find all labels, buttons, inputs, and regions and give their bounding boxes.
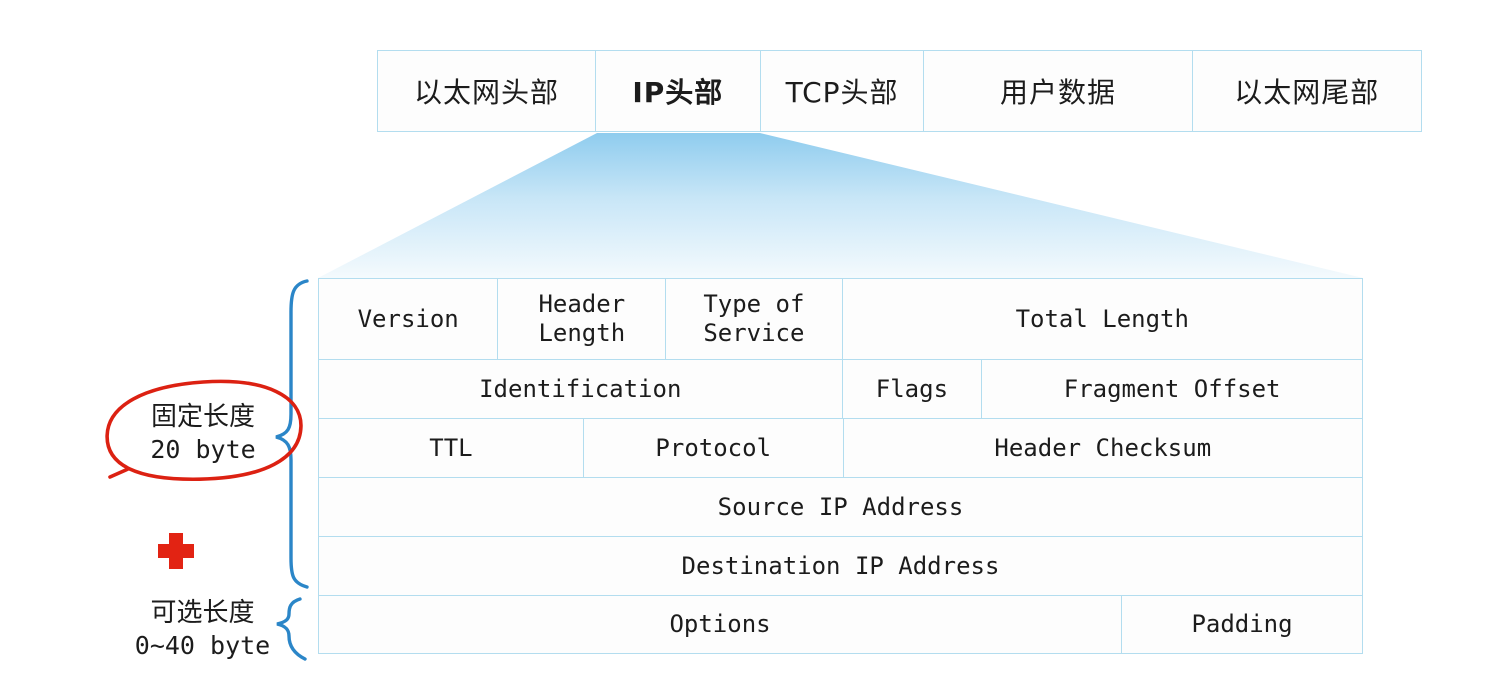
field-type-of-service: Type of Service xyxy=(665,279,841,359)
frame-cell-tcp-header: TCP头部 xyxy=(759,51,924,131)
field-header-length: Header Length xyxy=(497,279,665,359)
frame-cell-user-data: 用户数据 xyxy=(923,51,1191,131)
ethernet-frame-table: 以太网头部 IP头部 TCP头部 用户数据 以太网尾部 xyxy=(377,50,1422,132)
ip-table-row-6: Options Padding xyxy=(319,595,1362,653)
ip-table-row-5: Destination IP Address xyxy=(319,536,1362,595)
red-cross-icon xyxy=(158,533,194,569)
ip-table-row-2: Identification Flags Fragment Offset xyxy=(319,359,1362,418)
field-header-checksum: Header Checksum xyxy=(842,419,1362,477)
frame-cell-ethernet-header: 以太网头部 xyxy=(413,76,559,109)
field-flags: Flags xyxy=(841,360,982,418)
field-identification: Identification xyxy=(479,374,682,403)
field-total-length: Total Length xyxy=(841,279,1362,359)
fixed-length-annotation: 固定长度 20 byte xyxy=(128,401,278,465)
field-ttl: TTL xyxy=(429,433,473,462)
field-padding: Padding xyxy=(1121,596,1362,653)
fixed-length-brace-icon xyxy=(275,279,309,589)
field-source-ip-address: Source IP Address xyxy=(717,492,964,521)
ip-table-row-4: Source IP Address xyxy=(319,477,1362,536)
optional-length-annotation: 可选长度 0~40 byte xyxy=(125,597,280,661)
fixed-length-value: 20 byte xyxy=(150,434,256,464)
field-destination-ip-address: Destination IP Address xyxy=(681,551,1000,580)
field-options: Options xyxy=(669,610,771,639)
field-protocol: Protocol xyxy=(582,419,843,477)
field-fragment-offset: Fragment Offset xyxy=(981,360,1362,418)
optional-length-value: 0~40 byte xyxy=(134,630,271,660)
field-version: Version xyxy=(357,304,459,333)
ip-table-row-3: TTL Protocol Header Checksum xyxy=(319,418,1362,477)
frame-cell-ethernet-trailer: 以太网尾部 xyxy=(1191,51,1421,131)
optional-length-brace-icon xyxy=(276,597,307,661)
ip-table-row-1: Version Header Length Type of Service To… xyxy=(319,279,1362,359)
optional-length-label: 可选长度 xyxy=(150,598,255,628)
ip-header-table: Version Header Length Type of Service To… xyxy=(318,278,1363,654)
frame-cell-ip-header: IP头部 xyxy=(594,51,760,131)
fixed-length-label: 固定长度 xyxy=(150,402,255,432)
